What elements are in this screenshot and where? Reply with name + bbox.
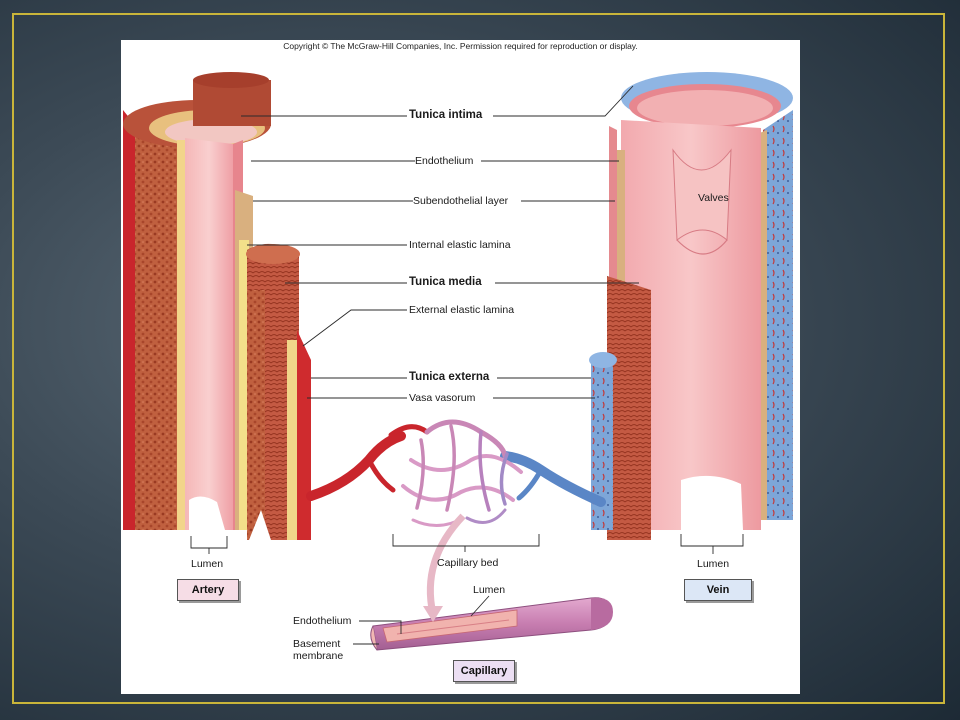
capillary-detail-illustration [370,597,613,651]
slide-frame [12,13,945,704]
label-external-elastic-lamina: External elastic lamina [409,304,515,316]
label-valves: Valves [698,192,729,204]
label-capillary-endothelium: Endothelium [293,615,352,627]
box-vein: Vein [684,579,752,601]
label-tunica-intima: Tunica intima [409,109,483,121]
artery-illustration [123,72,311,540]
zoom-arrow-head [423,606,443,622]
label-subendothelial-layer: Subendothelial layer [413,195,509,207]
zoom-arrow [426,513,466,615]
blood-vessel-illustration [123,72,793,651]
diagram-panel: Copyright © The McGraw-Hill Companies, I… [121,40,800,694]
label-capillary-bed: Capillary bed [437,557,499,569]
leader-lines [190,85,744,645]
label-basement-membrane-line2: membrane [293,650,344,662]
label-vasa-vasorum: Vasa vasorum [409,392,476,404]
capillary-bed-illustration [306,419,606,527]
vein-illustration [589,72,793,540]
label-endothelium: Endothelium [415,155,474,167]
label-tunica-media: Tunica media [409,276,482,288]
box-artery: Artery [177,579,239,601]
box-capillary: Capillary [453,660,515,682]
copyright-notice: Copyright © The McGraw-Hill Companies, I… [283,41,638,51]
label-basement-membrane-line1: Basement [293,638,341,650]
label-lumen-artery: Lumen [191,558,224,570]
label-internal-elastic-lamina: Internal elastic lamina [409,239,511,251]
label-capillary-lumen: Lumen [473,584,506,596]
label-lumen-vein: Lumen [697,558,730,570]
label-tunica-externa: Tunica externa [409,371,490,383]
